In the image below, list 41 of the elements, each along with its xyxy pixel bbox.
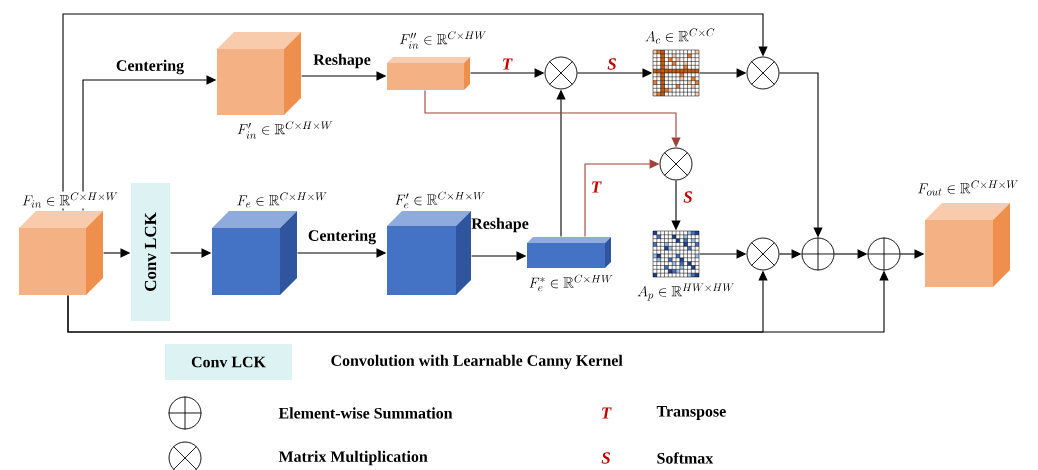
legend-text: Convolution with Learnable Canny Kernel bbox=[331, 354, 623, 370]
multiplication-symbol bbox=[544, 56, 578, 90]
multiplication-symbol bbox=[746, 237, 780, 271]
symbol-label: S bbox=[601, 452, 610, 464]
edge-label: S bbox=[607, 58, 616, 70]
edge-label: T bbox=[592, 181, 602, 193]
edge-label: Centering bbox=[116, 59, 184, 75]
multiplication-symbol bbox=[659, 147, 693, 181]
feature-cube bbox=[217, 32, 301, 115]
edge-label: S bbox=[683, 191, 692, 203]
summation-symbol bbox=[867, 237, 901, 271]
feature-cube bbox=[19, 211, 103, 295]
feature-cube bbox=[925, 203, 1010, 287]
legend-text: Element-wise Summation bbox=[278, 407, 453, 419]
legend-text: Matrix Multiplication bbox=[278, 450, 428, 466]
attention-map-drawing bbox=[652, 49, 700, 97]
formula-label: $F_{e} \in \mathbb{R}^{C\times H\times W}$ bbox=[235, 191, 329, 209]
feature-bar bbox=[387, 57, 470, 90]
formula-label: $F_{e}' \in \mathbb{R}^{C\times H\times W}$ bbox=[393, 190, 487, 210]
multiplication-symbol bbox=[746, 56, 780, 90]
formula-label: $A_{c} \in \mathbb{R}^{C\times C}$ bbox=[643, 27, 717, 45]
edge-label: Reshape bbox=[313, 53, 371, 69]
formula-label: $F_{in}'' \in \mathbb{R}^{C\times HW}$ bbox=[398, 30, 488, 50]
edge-label: T bbox=[503, 58, 513, 70]
formula-label: $F_{in}' \in \mathbb{R}^{C\times H\times W}$ bbox=[236, 120, 335, 140]
legend-text: Transpose bbox=[656, 406, 726, 420]
feature-bar bbox=[527, 237, 611, 268]
attention-map-drawing bbox=[652, 230, 700, 278]
formula-label: $F_{e}^{*} \in \mathbb{R}^{C\times HW}$ bbox=[527, 273, 615, 293]
legend-text: Softmax bbox=[657, 452, 714, 464]
formula-label: $F_{in} \in \mathbb{R}^{C\times H\times W}$ bbox=[21, 191, 120, 209]
conv-block: Conv LCK bbox=[131, 183, 170, 321]
feature-cube bbox=[212, 211, 297, 295]
summation-symbol bbox=[801, 237, 835, 271]
feature-cube bbox=[387, 211, 471, 295]
formula-label: $F_{out} \in \mathbb{R}^{C\times H\times W}$ bbox=[916, 179, 1020, 197]
edge-label: Centering bbox=[308, 229, 376, 245]
arrow bbox=[62, 13, 768, 211]
edge-label: Reshape bbox=[471, 217, 529, 233]
formula-label: $A_{p} \in \mathbb{R}^{HW\times HW}$ bbox=[636, 282, 736, 302]
symbol-label: T bbox=[602, 407, 612, 419]
